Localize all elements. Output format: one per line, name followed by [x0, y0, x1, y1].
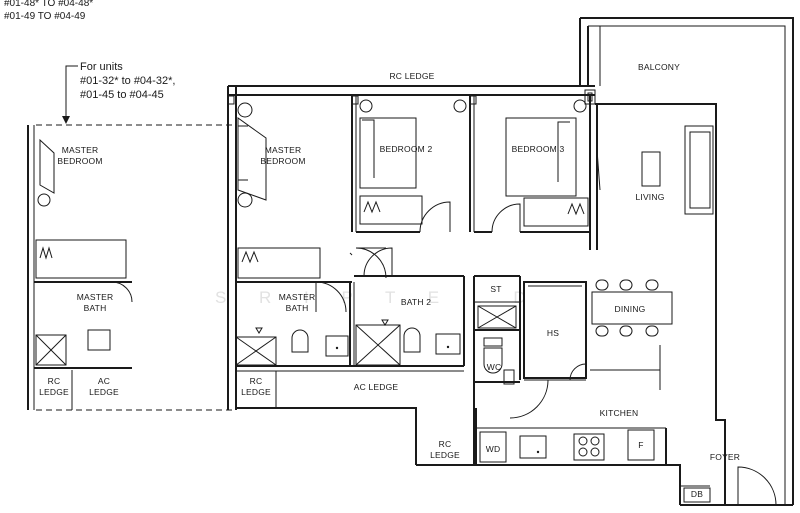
bedroom-2-area — [356, 95, 475, 233]
dining-area — [590, 279, 673, 390]
main-walls — [227, 17, 794, 506]
household-shelter-label: HS — [547, 328, 559, 338]
note-line-2: #01-32* to #04-32*, — [80, 75, 175, 87]
foyer-label: FOYER — [710, 452, 740, 462]
note-line-3: #01-45 to #04-45 — [80, 89, 164, 101]
watermark: S R I P T E L D — [215, 288, 540, 307]
kitchen-label: KITCHEN — [600, 408, 639, 418]
fridge-label: F — [638, 440, 643, 450]
ac-ledge-label: AC LEDGE — [354, 382, 399, 392]
balcony-label: BALCONY — [638, 62, 680, 72]
kitchen-area — [476, 427, 667, 465]
note-leader-line — [65, 65, 78, 118]
db-label: DB — [691, 489, 703, 499]
rc-ledge-posts — [227, 89, 596, 105]
master-bath-area — [235, 281, 464, 408]
bath-2-label: BATH 2 — [401, 297, 431, 307]
alternate-units-note: For units #01-32* to #04-32*, #01-45 to … — [62, 61, 175, 124]
store-label: ST — [490, 284, 501, 294]
wc-label: WC — [487, 362, 502, 372]
bedroom-2-label: BEDROOM 2 — [380, 144, 433, 154]
bath-2-area — [354, 247, 465, 366]
alternate-layout — [27, 124, 236, 411]
service-area — [473, 275, 587, 465]
living-label: LIVING — [635, 192, 664, 202]
foyer-area — [680, 466, 777, 506]
washer-dryer-label: WD — [486, 444, 501, 454]
unit-range-line-1: #01-48* TO #04-48* — [4, 0, 93, 9]
unit-range-line-2: #01-49 TO #04-49 — [4, 11, 86, 22]
bedroom-3-label: BEDROOM 3 — [512, 144, 565, 154]
dining-label: DINING — [615, 304, 646, 314]
bedroom-3-area — [474, 95, 591, 250]
note-arrow-icon — [62, 116, 70, 124]
note-line-1: For units — [80, 61, 123, 73]
living-area — [596, 125, 714, 215]
master-bedroom-area — [236, 95, 387, 283]
rc-ledge-top-label: RC LEDGE — [389, 71, 434, 81]
